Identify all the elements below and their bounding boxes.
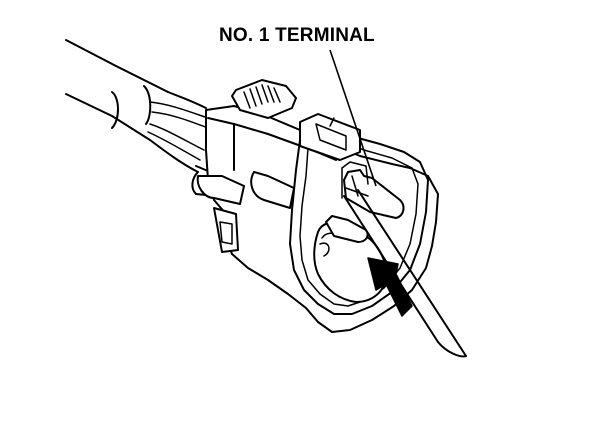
callout-leader — [329, 49, 377, 187]
connector-face — [289, 113, 429, 315]
wire-harness — [65, 39, 221, 197]
insertion-arrow — [367, 257, 413, 317]
terminal-label: NO. 1 TERMINAL — [219, 25, 375, 46]
terminals — [325, 161, 405, 243]
